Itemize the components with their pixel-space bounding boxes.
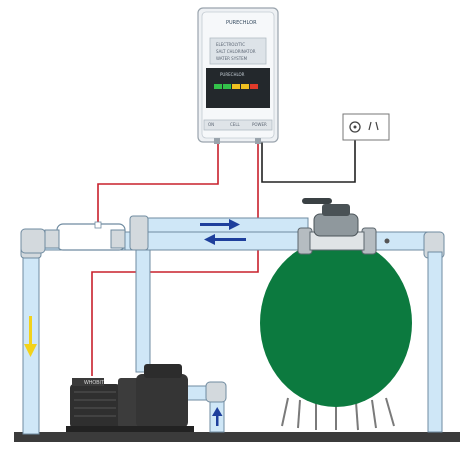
pump-brand: WHOBIT bbox=[84, 380, 104, 386]
controller-display-brand: PURECHLOR bbox=[220, 72, 245, 77]
controller-label-on: ON bbox=[208, 122, 215, 127]
controller-model-line-3: WATER SYSTEM bbox=[216, 56, 248, 61]
controller-model-line-1: ELECTROLYTIC bbox=[216, 42, 246, 47]
multiport-valve bbox=[297, 198, 390, 255]
flow-arrow-right-icon bbox=[200, 219, 240, 230]
middle-vertical-pipe bbox=[135, 249, 151, 373]
power-outlet-icon bbox=[342, 113, 390, 141]
controller-label-power: POWER bbox=[252, 122, 267, 127]
up-arrow-icon bbox=[212, 407, 223, 426]
down-arrow-icon bbox=[24, 316, 37, 357]
controller-brand: PURECHLOR bbox=[226, 20, 257, 26]
power-cable bbox=[261, 138, 356, 183]
sand-filter-tank bbox=[260, 236, 412, 431]
salt-cell bbox=[44, 221, 126, 251]
pump: WHOBIT bbox=[66, 364, 194, 432]
right-vertical-pipe bbox=[427, 251, 443, 433]
floor bbox=[14, 432, 460, 442]
controller-unit bbox=[197, 7, 279, 144]
controller-to-cell-cable bbox=[97, 140, 219, 226]
controller-label-cell: CELL bbox=[230, 122, 240, 127]
flow-arrow-left-icon bbox=[204, 234, 246, 245]
controller-model-line-2: SALT CHLORINATOR bbox=[216, 49, 256, 54]
elbow-top-left bbox=[20, 228, 46, 254]
controller-to-pump-cable bbox=[91, 140, 259, 376]
